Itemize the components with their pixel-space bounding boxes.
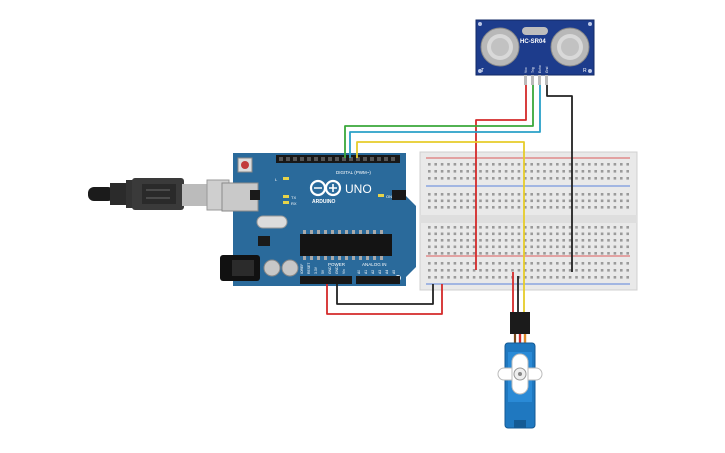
digital-label: DIGITAL (PWM~) — [336, 170, 371, 175]
wire-sensor-vcc — [475, 85, 527, 270]
pin-label: A2 — [371, 270, 375, 274]
pin-label: A4 — [385, 270, 389, 274]
l-label: L — [275, 177, 278, 182]
servo-connector — [510, 312, 530, 334]
pin-label: A5 — [392, 270, 396, 274]
servo-motor[interactable] — [497, 312, 543, 429]
breadboard-holes — [428, 163, 629, 279]
wire-arduino-5v — [326, 284, 443, 315]
pin-label: A3 — [378, 270, 382, 274]
wire-sensor-gnd — [546, 85, 573, 272]
pin-label: A1 — [364, 270, 368, 274]
wire-sensor-echo — [349, 85, 541, 158]
tx-label: TX — [291, 195, 296, 200]
pin-label: Trig — [531, 67, 535, 73]
wire-servo-signal — [356, 141, 525, 312]
atmega-chip — [300, 234, 392, 256]
pin-label: Gnd — [545, 66, 549, 73]
board-model: UNO — [345, 182, 372, 196]
capacitor — [263, 259, 281, 277]
pin-label: 3.3V — [314, 266, 318, 274]
wire-sensor-trig — [344, 85, 534, 158]
analog-label: ANALOG IN — [362, 262, 387, 267]
pin-label: A0 — [357, 270, 361, 274]
crystal-oscillator — [256, 215, 288, 229]
analog-header — [356, 276, 400, 284]
arduino-logo — [309, 179, 342, 197]
pin-label: RESET — [307, 263, 311, 274]
power-header — [300, 276, 352, 284]
pin-label: GND — [335, 266, 339, 274]
arduino-uno-board[interactable]: UNO ARDUINO DIGITAL (PWM~) ON L TX RX PO… — [220, 153, 416, 286]
sensor-model: HC-SR04 — [520, 39, 546, 45]
sensor-r-label: R — [583, 68, 587, 74]
transducer-right — [550, 27, 590, 67]
wire-arduino-gnd — [336, 284, 434, 305]
breadboard[interactable] — [419, 151, 638, 291]
capacitor — [281, 259, 299, 277]
sensor-crystal — [522, 27, 548, 35]
transducer-left — [480, 27, 520, 67]
rx-label: RX — [291, 201, 297, 206]
sensor-t-label: T — [481, 68, 484, 74]
servo-horn — [497, 353, 543, 395]
pin-label: Vin — [342, 269, 346, 274]
pin-label: IOREF — [300, 264, 304, 274]
pin-label: GND — [328, 266, 332, 274]
usb-cable — [88, 178, 230, 211]
pin-label: Echo — [538, 65, 542, 73]
power-label: POWER — [328, 262, 346, 267]
pin-label: 5V — [321, 269, 325, 274]
on-label: ON — [386, 194, 392, 199]
wires — [326, 85, 573, 315]
pin-label: Vcc — [524, 67, 528, 73]
board-brand: ARDUINO — [312, 199, 335, 205]
